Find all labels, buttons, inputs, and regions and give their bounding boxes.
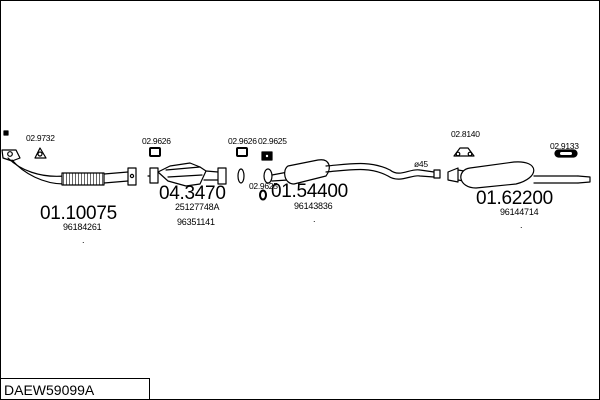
catalyst-ref-1: 25127748A <box>175 202 220 212</box>
rubber-mount-rear-label: 02.8140 <box>451 129 480 139</box>
ring-center-label: 02.9625 <box>249 181 278 191</box>
front-pipe-number: 01.10075 <box>40 203 117 224</box>
front-pipe <box>7 157 137 186</box>
sealing-ring-icon <box>263 168 273 184</box>
rear-silencer-dot: . <box>520 220 523 230</box>
rear-silencer <box>447 161 591 189</box>
rear-silencer-ref: 96144714 <box>500 207 539 217</box>
front-pipe-flange <box>1 149 21 162</box>
rubber-mount-icon <box>453 147 475 157</box>
diagram-title: DAEW59099A <box>4 382 95 398</box>
rubber-strap-rear-label: 02.9133 <box>550 141 579 151</box>
center-silencer <box>271 159 441 185</box>
gasket-icon <box>34 147 47 159</box>
clamp-icon <box>236 147 248 157</box>
front-pipe-ref: 96184261 <box>63 222 102 232</box>
clamp-catalyst-rear-label: 02.9626 <box>228 136 257 146</box>
rear-silencer-number: 01.62200 <box>476 188 553 209</box>
gasket-icon <box>261 151 273 161</box>
rubber-strap-icon <box>554 149 578 158</box>
sealing-ring-icon <box>259 189 267 201</box>
clamp-icon <box>149 147 161 157</box>
pipe-diameter-marker: ø45 <box>414 159 428 169</box>
gasket-icon <box>237 168 245 184</box>
catalyst <box>147 162 227 187</box>
center-silencer-dot: . <box>313 214 316 224</box>
front-gasket-label: 02.9732 <box>26 133 55 143</box>
catalyst-ref-2: 96351141 <box>177 217 215 227</box>
front-pipe-dot: . <box>82 235 85 245</box>
small-square-icon <box>3 130 9 136</box>
center-silencer-ref: 96143836 <box>294 201 333 211</box>
gasket-center-label: 02.9625 <box>258 136 287 146</box>
title-box: DAEW59099A <box>0 378 150 399</box>
clamp-catalyst-front-label: 02.9626 <box>142 136 171 146</box>
catalyst-number: 04.3470 <box>159 183 226 204</box>
center-silencer-number: 01.54400 <box>271 181 348 202</box>
